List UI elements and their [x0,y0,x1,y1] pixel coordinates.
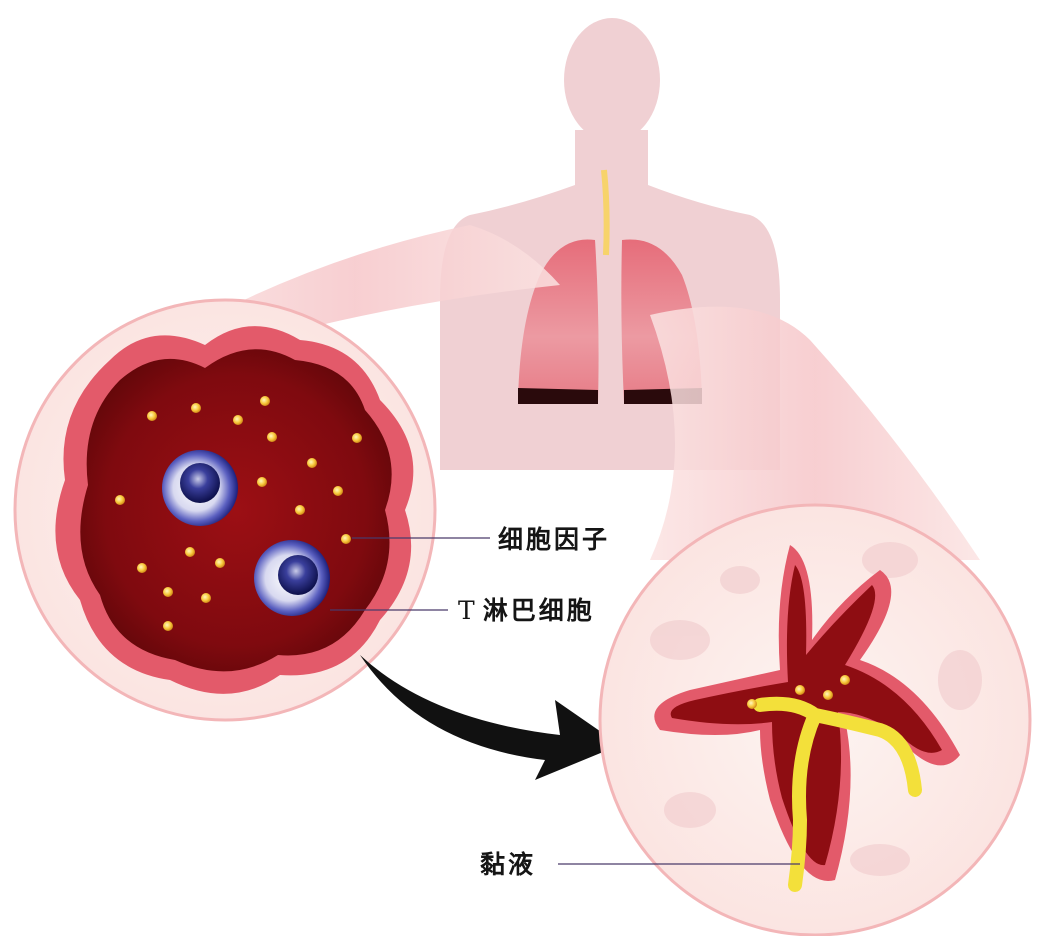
t-lymphocyte [162,450,238,526]
t-prefix: T [458,596,475,625]
cytokine-label: 细胞因子 [498,525,611,554]
t-cell-text: 淋巴细胞 [482,596,595,625]
inflamed-airway-panel [13,298,437,722]
t-lymphocyte [254,540,330,616]
trachea [601,169,610,256]
progression-arrow [360,655,620,780]
constricted-airway-panel [598,503,1032,937]
cytokines [115,396,362,631]
zoom-tube-right [650,306,980,560]
mucus-label: 黏液 [480,850,537,879]
